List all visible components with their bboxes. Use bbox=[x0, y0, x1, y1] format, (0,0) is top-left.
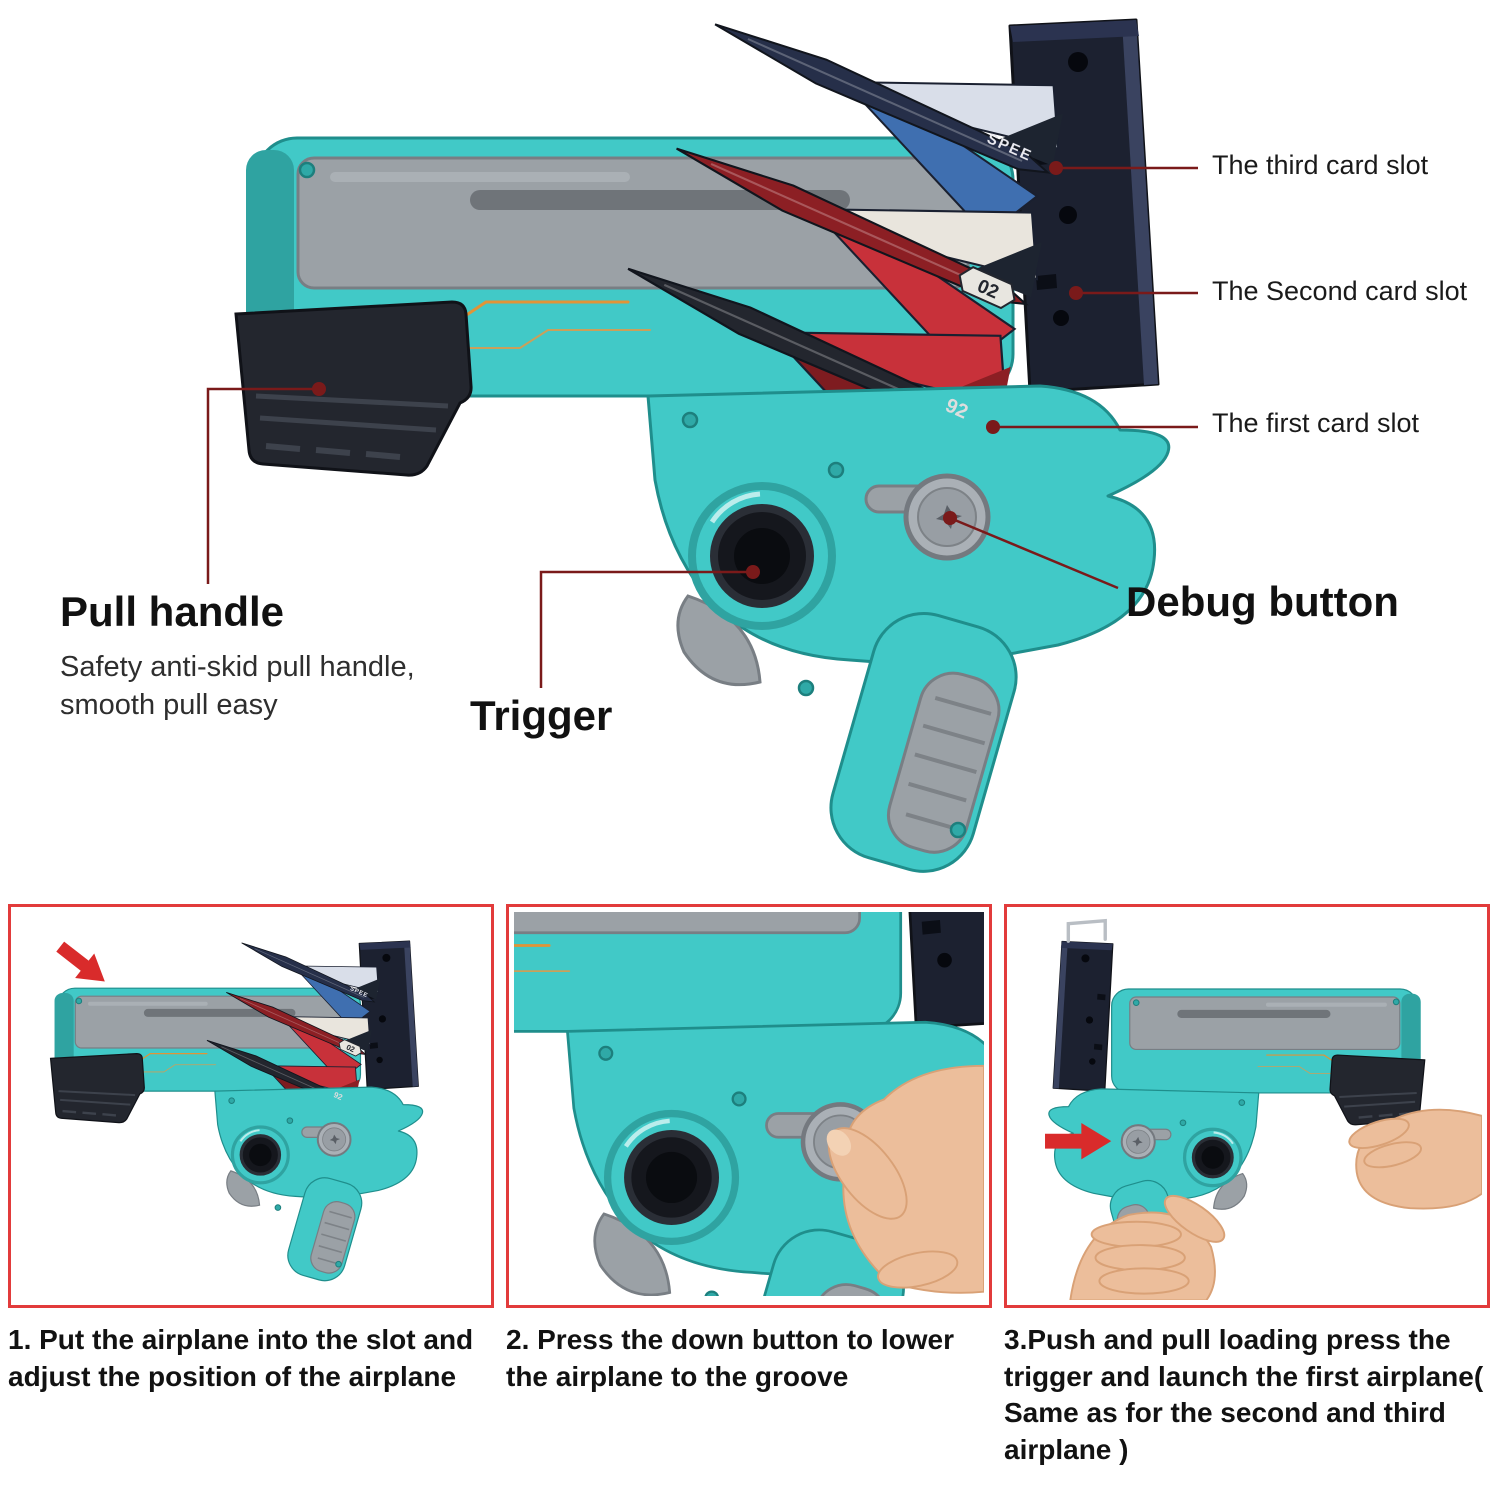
annotation-lines bbox=[206, 161, 1198, 688]
step-2-panel bbox=[506, 904, 992, 1309]
step-2-caption: 2. Press the down button to lower the ai… bbox=[506, 1324, 955, 1392]
step-3-caption: 3.Push and pull loading press the trigge… bbox=[1004, 1324, 1484, 1465]
step-1-photo bbox=[16, 912, 486, 1296]
magazine-pusher-wire bbox=[1066, 918, 1107, 943]
step-2-photo bbox=[514, 912, 984, 1296]
label-first-card-slot: The first card slot bbox=[1212, 408, 1420, 438]
label-second-card-slot: The Second card slot bbox=[1212, 276, 1468, 306]
label-trigger: Trigger bbox=[470, 692, 613, 739]
annotated-launcher-figure: SPEE 02 92 bbox=[60, 0, 1468, 900]
captions-row: 1. Put the airplane into the slot and ad… bbox=[0, 1308, 1498, 1478]
steps-row bbox=[0, 900, 1498, 1309]
step-1-caption: 1. Put the airplane into the slot and ad… bbox=[8, 1324, 474, 1392]
label-pull-handle: Pull handle bbox=[60, 588, 285, 635]
label-third-card-slot: The third card slot bbox=[1212, 150, 1429, 180]
step-3-photo bbox=[1045, 918, 1482, 1301]
step-3-panel bbox=[1004, 904, 1490, 1309]
label-debug-button: Debug button bbox=[1126, 578, 1399, 625]
hands-holding-launcher bbox=[1069, 1108, 1482, 1301]
launcher-illustration: SPEE 02 92 bbox=[206, 0, 1198, 900]
label-pull-handle-description: Safety anti-skid pull handle, smooth pul… bbox=[60, 651, 415, 722]
step-1-panel bbox=[8, 904, 494, 1309]
hand-pressing-button bbox=[826, 1064, 984, 1294]
